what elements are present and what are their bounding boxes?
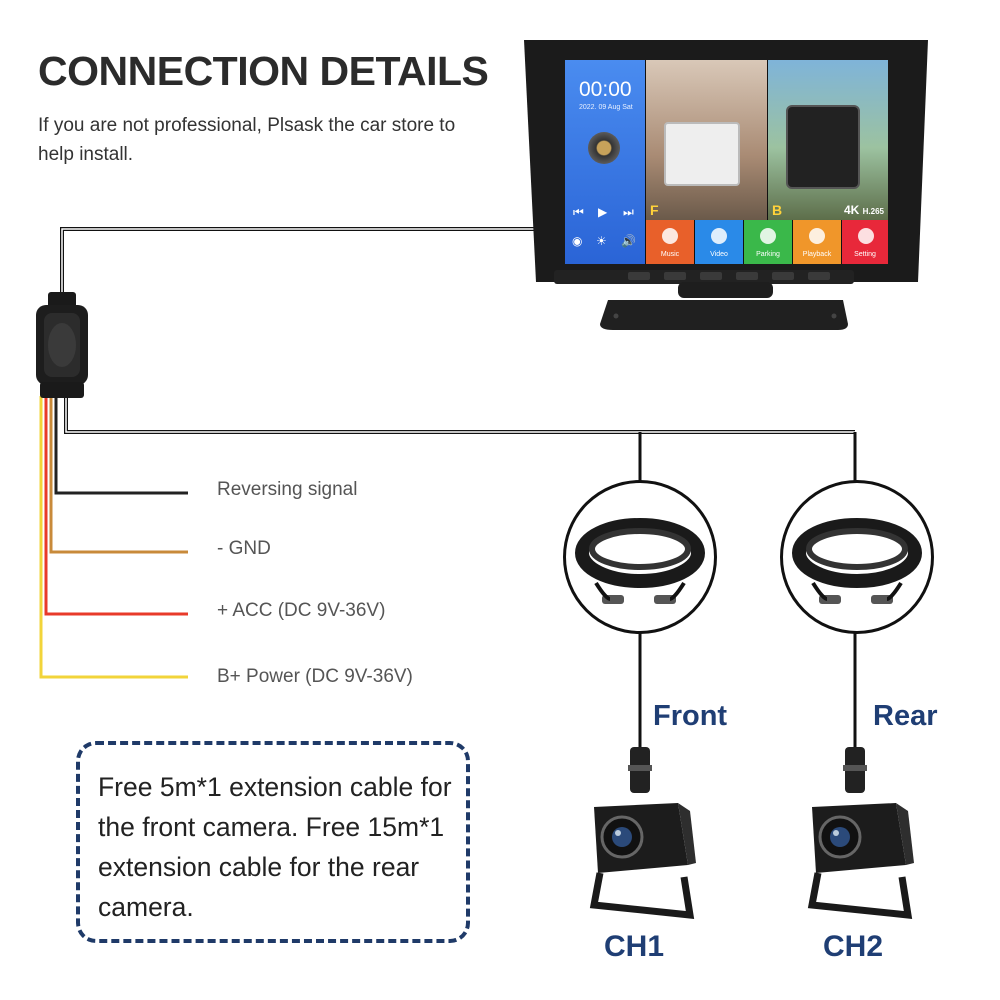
cable-coil-icon (575, 518, 705, 604)
rear-camera-icon (807, 747, 914, 919)
front-camera-icon (589, 747, 696, 919)
wire-label-acc: + ACC (DC 9V-36V) (217, 600, 386, 621)
previous-icon[interactable]: ⏮ (573, 205, 584, 219)
music-disc-icon (588, 132, 620, 164)
brightness-icon[interactable]: ☀ (596, 234, 607, 248)
page-subtitle: If you are not professional, Plsask the … (38, 115, 456, 165)
monitor-screen: 00:00 2022. 09 Aug Sat ⏮ ▶ ⏭ ◉ ☀ 🔊 F B 4… (565, 60, 888, 264)
volume-icon[interactable]: 🔊 (621, 234, 636, 248)
back-camera-view: B 4K H.265 (768, 60, 888, 220)
rear-extension-cable (780, 480, 934, 634)
screen-sidebar: 00:00 2022. 09 Aug Sat ⏮ ▶ ⏭ ◉ ☀ 🔊 (565, 60, 645, 264)
cable-coil-icon (792, 518, 922, 604)
front-label: Front (653, 700, 728, 732)
ch2-label: CH2 (823, 930, 884, 963)
app-tile-music[interactable]: Music (646, 220, 694, 264)
back-marker: B (772, 202, 783, 218)
rear-label: Rear (873, 700, 938, 732)
wire-gnd (49, 396, 188, 554)
front-marker: F (650, 202, 659, 218)
app-tile-playback[interactable]: Playback (793, 220, 841, 264)
note-text: Free 5m*1 extension cable for the front … (98, 772, 452, 922)
black-truck-image (786, 105, 860, 189)
wire-acc (44, 396, 188, 616)
white-truck-image (664, 122, 740, 186)
screen-date: 2022. 09 Aug Sat (579, 104, 633, 111)
music-icon (662, 228, 678, 244)
camera-trunk-cable (64, 396, 855, 434)
resolution-badge: 4K H.265 (843, 203, 884, 217)
app-tile-video[interactable]: Video (695, 220, 743, 264)
front-extension-cable (563, 480, 717, 634)
setting-icon (858, 228, 874, 244)
playback-icon (809, 228, 825, 244)
wire-reversing (54, 396, 188, 495)
ch1-label: CH1 (604, 930, 665, 963)
video-icon (711, 228, 727, 244)
app-tile-setting[interactable]: Setting (842, 220, 888, 264)
parking-icon (760, 228, 776, 244)
page-title: CONNECTION DETAILS (38, 48, 489, 94)
wire-bplus (39, 396, 188, 679)
extension-cable-note: Free 5m*1 extension cable for the front … (76, 741, 470, 943)
record-icon[interactable]: ◉ (572, 234, 583, 248)
monitor-cable (60, 227, 535, 300)
screen-clock: 00:00 (579, 78, 632, 101)
power-connector (36, 292, 88, 398)
app-tile-parking[interactable]: Parking (744, 220, 792, 264)
wire-label-reversing: Reversing signal (217, 479, 358, 500)
wire-label-gnd: - GND (217, 538, 271, 559)
next-icon[interactable]: ⏭ (623, 205, 634, 219)
front-camera-view: F (646, 60, 767, 220)
wire-label-bplus: B+ Power (DC 9V-36V) (217, 666, 413, 687)
play-icon[interactable]: ▶ (598, 205, 608, 219)
monitor-stand (600, 282, 848, 330)
